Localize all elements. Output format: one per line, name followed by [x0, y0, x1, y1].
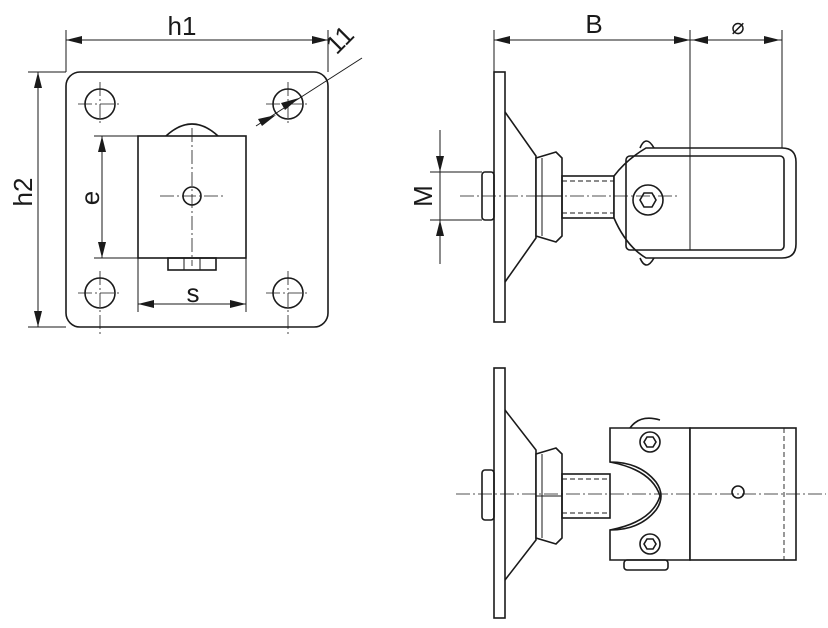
dimension-tube-diameter	[690, 30, 783, 148]
top-bolt-upper	[639, 431, 661, 453]
side-swivel-clamp	[613, 147, 797, 259]
side-view: B ⌀ M	[408, 9, 797, 323]
bolt-hole-top-left	[78, 82, 122, 126]
dimension-M	[430, 130, 482, 264]
dimension-e	[94, 135, 138, 259]
dimension-B	[493, 30, 691, 250]
side-threaded-rod	[561, 175, 615, 219]
dimension-hole-diameter	[255, 57, 363, 127]
top-weld-cone	[504, 409, 537, 581]
side-hex-nut	[535, 151, 563, 243]
label-e: e	[75, 191, 105, 205]
top-threaded-rod	[561, 473, 611, 519]
dimension-h2	[28, 71, 66, 328]
label-B: B	[585, 9, 602, 39]
label-s: s	[187, 278, 200, 308]
label-h1: h1	[168, 11, 197, 41]
top-tube-hole	[731, 485, 745, 499]
dimension-s	[137, 258, 247, 312]
hinge-cap-top	[165, 123, 219, 137]
top-stud	[481, 469, 495, 521]
side-plate	[493, 71, 506, 323]
top-clamp-yoke	[609, 427, 691, 561]
label-h2: h2	[8, 178, 38, 207]
front-view: h1 h2 e s	[8, 11, 363, 337]
label-diameter: ⌀	[731, 14, 744, 39]
mounting-plate	[65, 71, 329, 328]
top-bolt-lower	[639, 533, 661, 555]
hinge-nut-bottom	[167, 257, 217, 271]
top-view	[456, 367, 826, 619]
side-weld-cone	[504, 111, 537, 283]
bolt-hole-bottom-right	[266, 271, 310, 337]
bolt-hole-bottom-left	[78, 271, 122, 337]
side-hex-socket-bolt	[632, 184, 664, 216]
top-plate	[493, 367, 506, 619]
label-hole-diameter: 11	[319, 19, 359, 59]
dimension-h1	[65, 30, 329, 72]
label-M: M	[408, 185, 438, 207]
